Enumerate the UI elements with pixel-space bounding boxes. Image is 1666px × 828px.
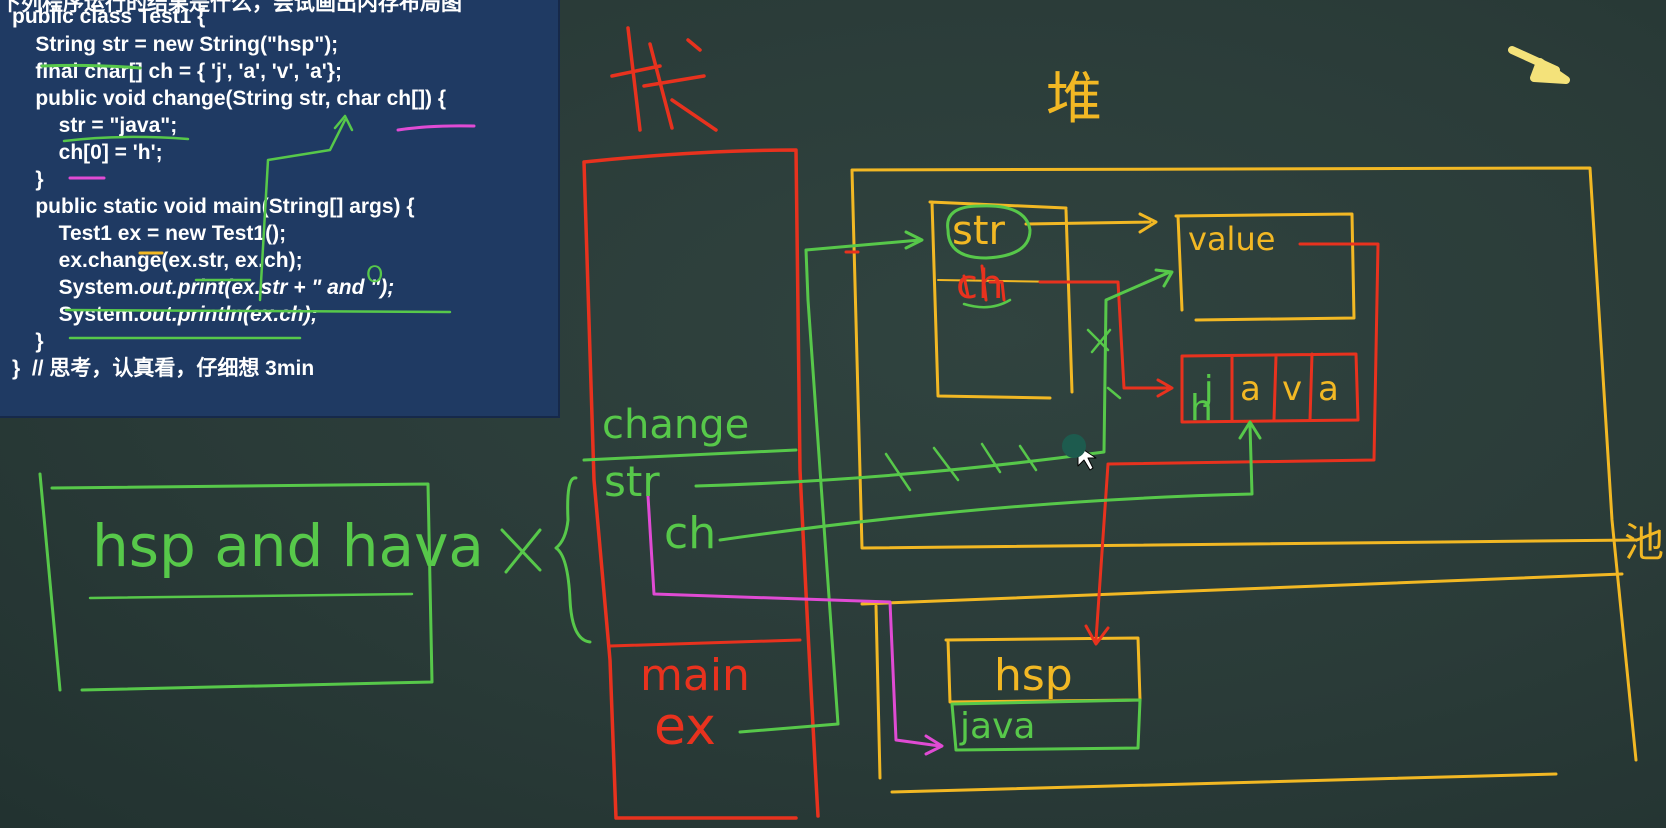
- code-underline-str-assign: [62, 135, 190, 143]
- value-field-label: value: [1188, 220, 1275, 258]
- heap-box: [850, 166, 1638, 762]
- code-underline-str-green: [40, 63, 142, 70]
- change-ch-label: ch: [664, 508, 716, 559]
- code-line-14: } // 思考，认真看，仔细想 3min: [12, 357, 315, 380]
- array-overwrite-h: h: [1190, 388, 1213, 429]
- array-cell-2: v: [1282, 369, 1302, 409]
- main-ex-label: ex: [654, 697, 716, 757]
- pointer-arrow: [1508, 46, 1570, 84]
- circle-mark: O: [366, 263, 383, 288]
- code-line-6: ch[0] = 'h';: [12, 141, 163, 164]
- obj-ch-label-red: [962, 264, 1006, 302]
- ch-ref-red: [1038, 280, 1174, 398]
- code-line-1: public class Test1 {: [12, 5, 206, 28]
- code-line-9: Test1 ex = new Test1();: [12, 222, 287, 245]
- heap-label: 堆: [1046, 67, 1102, 132]
- stack-label-strokes: [610, 26, 718, 132]
- crossed-strokes: [884, 328, 1122, 492]
- code-line-4: public void change(String str, char ch[]…: [12, 87, 447, 110]
- stack-box: [582, 148, 820, 820]
- str-ref-magenta: [646, 494, 944, 756]
- change-frame-label: change: [602, 402, 749, 448]
- main-frame-label: main: [640, 650, 750, 701]
- pool-hsp-label: hsp: [994, 650, 1073, 701]
- array-cell-3: a: [1318, 369, 1339, 409]
- ex-ref-green: [738, 230, 924, 734]
- code-line-7: }: [12, 168, 44, 191]
- obj-ch-label: ch: [956, 262, 1003, 308]
- change-ch-ref-green: [718, 420, 1262, 542]
- ch-underline-green: [962, 298, 1012, 309]
- change-frame-divider: [582, 448, 798, 462]
- code-line-12: System.out.println(ex.ch);: [12, 303, 318, 326]
- pool-box: [860, 572, 1624, 794]
- code-line-11: System.out.print(ex.str + " and ");: [12, 276, 395, 299]
- laser-dot: [1062, 434, 1086, 458]
- output-text: hsp and hava: [92, 512, 484, 580]
- code-arrow-green: [258, 118, 347, 302]
- pool-java-label: java: [959, 706, 1035, 747]
- str-circle: [946, 204, 1032, 260]
- code-line-5: str = "java";: [12, 114, 178, 137]
- array-cell-0: j: [1203, 369, 1213, 409]
- code-underline-param-magenta: [396, 124, 476, 132]
- arrow-str-to-value: [1024, 212, 1158, 234]
- pool-java-box-green: [950, 698, 1142, 752]
- array-cell-1: a: [1240, 369, 1261, 409]
- output-underline: [88, 592, 414, 600]
- array-box-red: [1180, 352, 1360, 424]
- value-box: [1174, 212, 1356, 322]
- wrong-x-mark: [500, 528, 542, 574]
- brace-mark: [554, 476, 592, 644]
- code-underline-print: [64, 308, 452, 314]
- change-str-label: str: [604, 457, 660, 506]
- code-line-8: public static void main(String[] args) {: [12, 195, 415, 218]
- main-frame-divider: [608, 638, 802, 648]
- obj-str-label: str: [952, 208, 1006, 254]
- code-line-13: }: [12, 330, 44, 353]
- code-line-2: String str = new String("hsp");: [12, 33, 339, 56]
- pool-label: 池: [1624, 520, 1664, 566]
- value-ref-red: [1084, 242, 1380, 646]
- output-box: [38, 472, 434, 692]
- code-line-10: ex.change(ex.str, ex.ch);: [12, 249, 303, 272]
